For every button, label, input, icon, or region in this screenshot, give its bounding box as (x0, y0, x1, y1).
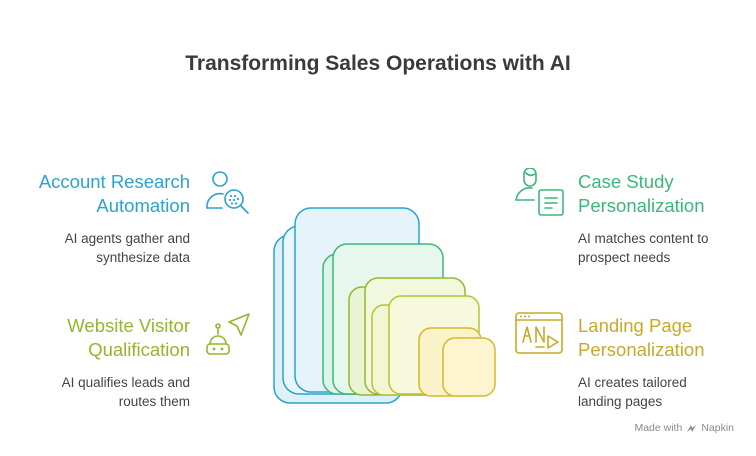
napkin-logo-icon (687, 424, 697, 432)
person-document-icon (515, 168, 564, 216)
account-research-description-line-1: AI agents gather and (64, 231, 190, 246)
account-research-description: AI agents gather and synthesize data (65, 229, 190, 267)
account-research-description-line-2: synthesize data (96, 250, 190, 265)
made-with-napkin-badge[interactable]: Made with Napkin (634, 422, 734, 434)
landing-page-heading: Landing Page Personalization (578, 314, 705, 362)
layer-5-gold (418, 327, 496, 397)
case-study-description-line-1: AI matches content to (578, 231, 709, 246)
landing-page-description-line-2: landing pages (578, 394, 663, 409)
case-study-heading-line-2: Personalization (578, 195, 705, 216)
website-visitor-description-line-2: routes them (118, 394, 190, 409)
stacked-layers-graphic (273, 207, 496, 404)
landing-page-heading-line-1: Landing Page (578, 315, 693, 336)
case-study-heading: Case Study Personalization (578, 170, 705, 218)
landing-page-description: AI creates tailored landing pages (578, 373, 687, 411)
website-visitor-heading: Website Visitor Qualification (67, 314, 190, 362)
browser-ai-play-icon (515, 312, 563, 354)
person-search-icon (206, 171, 249, 214)
landing-page-description-line-1: AI creates tailored (578, 375, 687, 390)
landing-page-heading-line-2: Personalization (578, 339, 705, 360)
case-study-heading-line-1: Case Study (578, 171, 674, 192)
diagram-title: Transforming Sales Operations with AI (185, 52, 571, 75)
account-research-heading: Account Research Automation (39, 170, 190, 218)
account-research-heading-line-1: Account Research (38, 171, 190, 192)
case-study-description-line-2: prospect needs (578, 250, 671, 265)
website-visitor-heading-line-2: Qualification (88, 339, 190, 360)
napkin-brand-label: Napkin (701, 422, 734, 434)
made-with-label: Made with (634, 422, 683, 434)
website-visitor-heading-line-1: Website Visitor (67, 315, 190, 336)
website-visitor-description: AI qualifies leads and routes them (62, 373, 190, 411)
website-visitor-description-line-1: AI qualifies leads and (61, 375, 190, 390)
account-research-heading-line-2: Automation (96, 195, 190, 216)
case-study-description: AI matches content to prospect needs (578, 229, 709, 267)
robot-cursor-icon (206, 313, 250, 355)
